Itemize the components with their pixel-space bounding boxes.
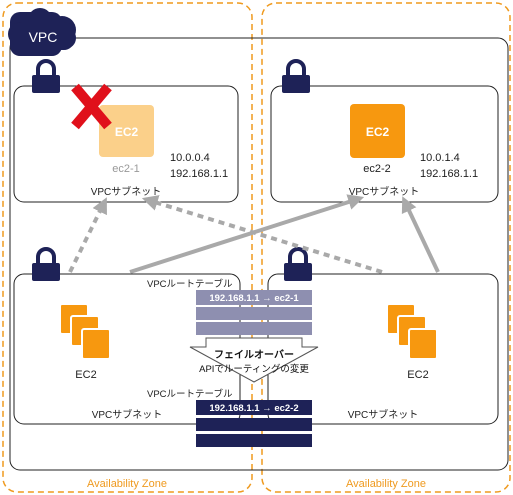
lock-icon	[32, 59, 60, 93]
route-table-before-row	[196, 307, 312, 320]
lock-icon	[32, 247, 60, 281]
route-table-before-label: VPCルートテーブル	[147, 278, 233, 290]
route-table-before-entry-row	[196, 290, 312, 305]
ec2-1-icon-label: EC2	[115, 125, 139, 139]
ec2-1-name: ec2-1	[112, 163, 140, 175]
ec2-1-instance-icon	[99, 105, 154, 157]
ec2-fleet-icon	[386, 303, 438, 360]
ec2-fleet-icon	[59, 303, 111, 360]
solid-arrow	[401, 196, 440, 273]
route-table-after-row	[196, 418, 312, 431]
route-table-after-entry-row	[196, 400, 312, 415]
availability-zone-left	[2, 2, 253, 493]
route-table-before-row	[196, 322, 312, 335]
availability-zone-right-label: Availability Zone	[346, 478, 426, 490]
ec2-2-icon-label: EC2	[366, 125, 390, 139]
solid-arrow	[129, 194, 365, 274]
failover-title: フェイルオーバー	[214, 349, 294, 361]
ec2-1-virtual-ip: 192.168.1.1	[170, 168, 228, 180]
ec2-right-label: EC2	[407, 369, 428, 381]
failure-cross-icon	[71, 83, 112, 130]
vpc-container	[9, 37, 509, 471]
lock-icon	[282, 59, 310, 93]
vpc-badge: VPC	[8, 8, 76, 56]
subnet-top-right-label: VPCサブネット	[349, 185, 420, 198]
subnet-bottom-right-label: VPCサブネット	[348, 408, 419, 421]
route-table-after-row	[196, 434, 312, 447]
vpc-label: VPC	[29, 29, 58, 45]
subnet-bottom-left-label: VPCサブネット	[92, 408, 163, 421]
failover-arrow	[189, 337, 319, 383]
ec2-2-instance-icon	[350, 104, 405, 158]
dashed-arrow	[68, 197, 107, 273]
subnet-top-left-label: VPCサブネット	[91, 185, 162, 198]
ec2-1-private-ip: 10.0.0.4	[170, 152, 210, 164]
ec2-2-virtual-ip: 192.168.1.1	[420, 168, 478, 180]
ec2-2-private-ip: 10.0.1.4	[420, 152, 460, 164]
ec2-2-name: ec2-2	[363, 163, 391, 175]
route-table-after-label: VPCルートテーブル	[147, 388, 233, 400]
failover-subtitle: APIでルーティングの変更	[199, 363, 309, 375]
availability-zone-left-label: Availability Zone	[87, 478, 167, 490]
dashed-arrow	[141, 195, 383, 274]
route-table-after-entry: 192.168.1.1 → ec2-2	[209, 403, 298, 414]
availability-zone-right	[261, 2, 511, 493]
lock-icon	[284, 247, 312, 281]
route-table-before-entry: 192.168.1.1 → ec2-1	[209, 293, 299, 304]
ec2-left-label: EC2	[75, 369, 96, 381]
